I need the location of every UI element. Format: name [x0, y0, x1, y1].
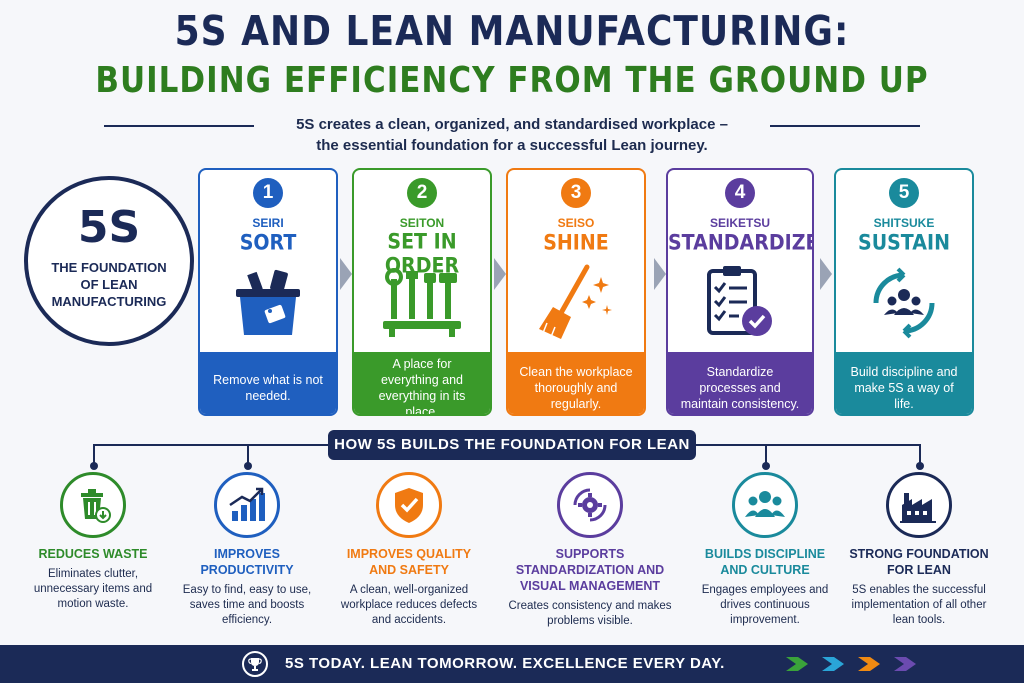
shield-check-icon	[376, 472, 442, 538]
benefit-title: IMPROVES QUALITY AND SAFETY	[346, 547, 472, 577]
step-card-sort: 1 SEIRI SORT Remove what is not needed.	[198, 168, 338, 416]
foundation-caption: THE FOUNDATION OF LEAN MANUFACTURING	[28, 259, 190, 310]
step-card-standardize: 4 SEIKETSU STANDARDIZE Standardize proce…	[666, 168, 814, 416]
benefit-text: Creates consistency and makes problems v…	[508, 600, 672, 627]
step-japanese-name: SEIRI	[252, 216, 284, 230]
benefit-title: STRONG FOUNDATION FOR LEAN	[849, 547, 989, 577]
subtitle-divider-left	[104, 125, 254, 127]
gear-cycle-icon	[557, 472, 623, 538]
step-number: 5	[889, 178, 919, 208]
tree-branch	[919, 444, 921, 466]
growth-chart-icon	[214, 472, 280, 538]
trash-bin-icon	[60, 472, 126, 538]
foundation-caption-line-3: MANUFACTURING	[51, 294, 167, 309]
step-description: Clean the workplace thoroughly and regul…	[508, 352, 644, 414]
tool-rack-icon	[354, 260, 490, 346]
chevron-right-icon	[786, 657, 808, 671]
subtitle-line-2: the essential foundation for a successfu…	[316, 137, 708, 154]
benefit-strong-foundation: STRONG FOUNDATION FOR LEAN 5S enables th…	[844, 472, 994, 628]
tree-branch	[765, 444, 767, 466]
step-english-name: SHINE	[543, 230, 609, 256]
step-number: 4	[725, 178, 755, 208]
benefit-reduces-waste: REDUCES WASTE Eliminates clutter, unnece…	[18, 472, 168, 612]
step-number: 1	[253, 178, 283, 208]
step-japanese-name: SEIKETSU	[709, 216, 770, 230]
tree-dot	[762, 462, 770, 470]
step-arrow	[494, 258, 506, 290]
step-english-name: STANDARDIZE	[668, 230, 814, 256]
footer-banner: 5S TODAY. LEAN TOMORROW. EXCELLENCE EVER…	[0, 645, 1024, 683]
step-arrow	[654, 258, 666, 290]
broom-icon	[508, 260, 644, 346]
foundation-caption-line-2: OF LEAN	[80, 277, 138, 292]
main-title: 5S AND LEAN MANUFACTURING:	[174, 8, 850, 56]
factory-icon	[886, 472, 952, 538]
benefit-improves-productivity: IMPROVES PRODUCTIVITY Easy to find, easy…	[172, 472, 322, 628]
how-5s-builds-banner: HOW 5S BUILDS THE FOUNDATION FOR LEAN	[328, 430, 696, 460]
step-number: 2	[407, 178, 437, 208]
checklist-icon	[668, 260, 812, 346]
step-arrow	[820, 258, 832, 290]
tree-connector-right	[696, 444, 920, 446]
tree-connector-left	[94, 444, 328, 446]
subtitle-divider-right	[770, 125, 920, 127]
tree-dot	[244, 462, 252, 470]
step-description: A place for everything and everything in…	[354, 352, 490, 414]
benefit-text: Eliminates clutter, unnecessary items an…	[33, 568, 153, 610]
people-icon	[732, 472, 798, 538]
tree-dot	[90, 462, 98, 470]
tree-branch	[247, 444, 249, 466]
step-description: Build discipline and make 5S a way of li…	[836, 352, 972, 414]
step-english-name: SORT	[239, 230, 297, 256]
tree-dot	[916, 462, 924, 470]
benefit-title: BUILDS DISCIPLINE AND CULTURE	[704, 547, 826, 577]
subtitle: 5S creates a clean, organized, and stand…	[262, 114, 762, 156]
step-card-sustain: 5 SHITSUKE SUSTAIN Build discipline and …	[834, 168, 974, 416]
benefit-text: Easy to find, easy to use, saves time an…	[182, 584, 312, 626]
benefit-text: Engages employees and drives continuous …	[701, 584, 829, 626]
footer-slogan: 5S TODAY. LEAN TOMORROW. EXCELLENCE EVER…	[285, 655, 725, 672]
benefit-title: REDUCES WASTE	[38, 547, 148, 561]
tree-branch	[93, 444, 95, 466]
trophy-icon	[242, 651, 268, 677]
chevron-right-icon	[894, 657, 916, 671]
foundation-caption-line-1: THE FOUNDATION	[51, 260, 167, 275]
benefit-builds-discipline: BUILDS DISCIPLINE AND CULTURE Engages em…	[690, 472, 840, 628]
toolbox-icon	[200, 260, 336, 346]
subtitle-line-1: 5S creates a clean, organized, and stand…	[296, 116, 728, 133]
main-subtitle-title: BUILDING EFFICIENCY FROM THE GROUND UP	[95, 60, 929, 102]
step-card-set-in-order: 2 SEITON SET IN ORDER A place for everyt…	[352, 168, 492, 416]
chevron-right-icon	[858, 657, 880, 671]
step-description: Standardize processes and maintain consi…	[668, 352, 812, 414]
benefit-improves-quality-safety: IMPROVES QUALITY AND SAFETY A clean, wel…	[334, 472, 484, 628]
benefit-text: 5S enables the successful implementation…	[851, 584, 987, 626]
step-english-name: SUSTAIN	[858, 230, 950, 256]
step-arrow	[340, 258, 352, 290]
step-number: 3	[561, 178, 591, 208]
step-japanese-name: SEITON	[399, 216, 445, 230]
benefit-text: A clean, well-organized workplace reduce…	[340, 584, 478, 626]
team-cycle-icon	[836, 260, 972, 346]
benefit-title: SUPPORTS STANDARDIZATION AND VISUAL MANA…	[515, 547, 665, 593]
step-description: Remove what is not needed.	[200, 352, 336, 414]
benefit-title: IMPROVES PRODUCTIVITY	[200, 547, 294, 577]
benefit-supports-standardization: SUPPORTS STANDARDIZATION AND VISUAL MANA…	[506, 472, 674, 629]
step-japanese-name: SEISO	[557, 216, 595, 230]
foundation-big-label: 5S	[77, 202, 141, 253]
step-japanese-name: SHITSUKE	[873, 216, 935, 230]
foundation-circle: 5S THE FOUNDATION OF LEAN MANUFACTURING	[24, 176, 194, 346]
step-card-shine: 3 SEISO SHINE Clean the workplace thorou…	[506, 168, 646, 416]
chevron-right-icon	[822, 657, 844, 671]
